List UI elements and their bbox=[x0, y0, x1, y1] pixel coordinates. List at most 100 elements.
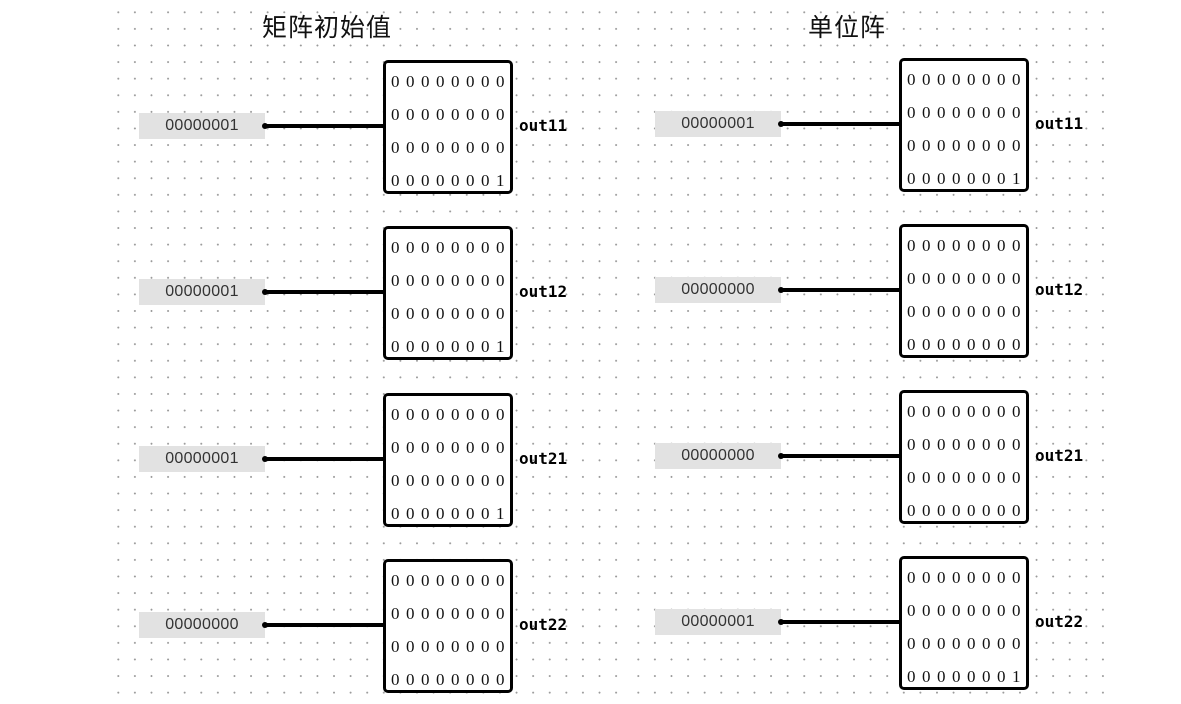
matrix-cell: 0 bbox=[952, 468, 961, 487]
matrix-cell: 0 bbox=[496, 571, 505, 590]
matrix-cell: 0 bbox=[451, 571, 460, 590]
matrix-cell: 0 bbox=[1012, 103, 1021, 122]
matrix-cell: 0 bbox=[967, 302, 976, 321]
matrix-cell: 0 bbox=[967, 402, 976, 421]
matrix-cell: 0 bbox=[451, 337, 460, 356]
input-pin-initial-out11[interactable]: 00000001 bbox=[139, 113, 265, 139]
matrix-cell: 1 bbox=[496, 504, 505, 523]
input-pin-initial-out22[interactable]: 00000000 bbox=[139, 612, 265, 638]
matrix-cell: 0 bbox=[436, 604, 445, 623]
matrix-cell: 0 bbox=[907, 468, 916, 487]
matrix-cell: 0 bbox=[997, 634, 1006, 653]
input-pin-identity-out11[interactable]: 00000001 bbox=[655, 111, 781, 137]
matrix-cell: 0 bbox=[1012, 302, 1021, 321]
matrix-cell: 0 bbox=[982, 302, 991, 321]
matrix-cell: 0 bbox=[952, 169, 961, 188]
wire[interactable] bbox=[781, 288, 899, 292]
input-pin-identity-out12[interactable]: 00000000 bbox=[655, 277, 781, 303]
matrix-cell: 0 bbox=[406, 670, 415, 689]
matrix-cell: 0 bbox=[997, 501, 1006, 520]
matrix-cell: 0 bbox=[391, 438, 400, 457]
matrix-cell: 0 bbox=[406, 105, 415, 124]
matrix-cell: 0 bbox=[436, 304, 445, 323]
matrix-cell: 0 bbox=[451, 72, 460, 91]
matrix-cell: 0 bbox=[481, 337, 490, 356]
matrix-cell: 0 bbox=[967, 169, 976, 188]
matrix-cell: 0 bbox=[466, 304, 475, 323]
matrix-cell: 0 bbox=[922, 435, 931, 454]
matrix-cell: 0 bbox=[481, 405, 490, 424]
matrix-cell: 0 bbox=[922, 667, 931, 686]
wire[interactable] bbox=[781, 122, 899, 126]
matrix-cell: 0 bbox=[937, 103, 946, 122]
input-pin-initial-out21[interactable]: 00000001 bbox=[139, 446, 265, 472]
input-pin-initial-out12[interactable]: 00000001 bbox=[139, 279, 265, 305]
matrix-cell: 0 bbox=[451, 138, 460, 157]
input-pin-identity-out21[interactable]: 00000000 bbox=[655, 443, 781, 469]
matrix-cell: 0 bbox=[496, 471, 505, 490]
matrix-cell: 0 bbox=[436, 504, 445, 523]
matrix-cell: 0 bbox=[937, 601, 946, 620]
output-label-out12: out12 bbox=[1035, 280, 1084, 299]
matrix-cell: 0 bbox=[436, 337, 445, 356]
matrix-cell: 0 bbox=[907, 269, 916, 288]
matrix-cell: 0 bbox=[952, 335, 961, 354]
matrix-cell: 0 bbox=[967, 667, 976, 686]
matrix-cell: 0 bbox=[922, 468, 931, 487]
output-label-out11: out11 bbox=[519, 116, 568, 135]
matrix-cell: 0 bbox=[997, 667, 1006, 686]
wire[interactable] bbox=[265, 457, 383, 461]
matrix-cell: 0 bbox=[1012, 402, 1021, 421]
matrix-cell: 0 bbox=[391, 604, 400, 623]
matrix-cell: 0 bbox=[481, 72, 490, 91]
matrix-cell: 0 bbox=[967, 103, 976, 122]
wire[interactable] bbox=[781, 620, 899, 624]
matrix-cell: 0 bbox=[937, 335, 946, 354]
matrix-cell: 0 bbox=[967, 568, 976, 587]
matrix-cell: 0 bbox=[922, 402, 931, 421]
matrix-cell: 0 bbox=[421, 171, 430, 190]
matrix-cell: 0 bbox=[997, 335, 1006, 354]
matrix-cell: 0 bbox=[391, 105, 400, 124]
matrix-cell: 0 bbox=[421, 670, 430, 689]
matrix-cell: 0 bbox=[922, 634, 931, 653]
matrix-cell: 0 bbox=[391, 405, 400, 424]
matrix-cell: 0 bbox=[967, 601, 976, 620]
matrix-cell: 0 bbox=[391, 504, 400, 523]
wire[interactable] bbox=[265, 124, 383, 128]
matrix-cell: 0 bbox=[922, 501, 931, 520]
matrix-cell: 0 bbox=[982, 468, 991, 487]
matrix-cell: 0 bbox=[982, 568, 991, 587]
matrix-cell: 0 bbox=[922, 302, 931, 321]
matrix-cell: 0 bbox=[967, 435, 976, 454]
wire[interactable] bbox=[781, 454, 899, 458]
matrix-cell: 0 bbox=[982, 103, 991, 122]
matrix-cell: 0 bbox=[952, 103, 961, 122]
matrix-cell: 0 bbox=[922, 335, 931, 354]
matrix-cell: 0 bbox=[907, 667, 916, 686]
matrix-cell: 0 bbox=[496, 637, 505, 656]
output-label-out12: out12 bbox=[519, 282, 568, 301]
wire[interactable] bbox=[265, 290, 383, 294]
wire[interactable] bbox=[265, 623, 383, 627]
matrix-cell: 0 bbox=[937, 70, 946, 89]
matrix-cell: 0 bbox=[436, 72, 445, 91]
matrix-cell: 0 bbox=[982, 335, 991, 354]
input-pin-identity-out22[interactable]: 00000001 bbox=[655, 609, 781, 635]
matrix-cell: 0 bbox=[982, 136, 991, 155]
output-label-out11: out11 bbox=[1035, 114, 1084, 133]
matrix-cell: 0 bbox=[937, 136, 946, 155]
matrix-cell: 0 bbox=[907, 435, 916, 454]
